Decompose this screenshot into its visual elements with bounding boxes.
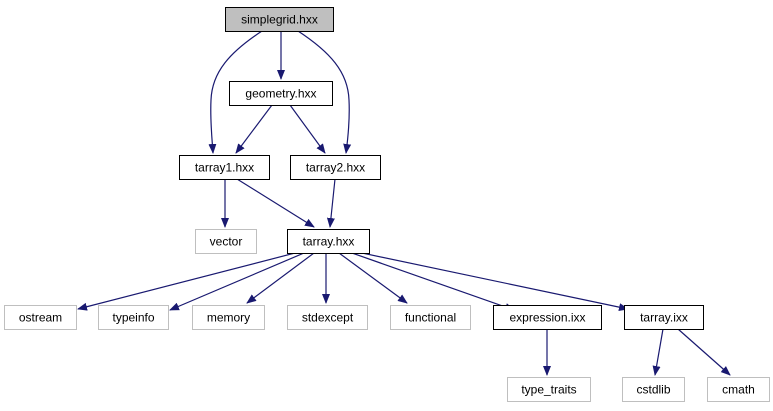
- node-box-expression: [493, 305, 602, 330]
- node-label-typeinfo: typeinfo: [112, 311, 154, 325]
- node-label-tarrayixx: tarray.ixx: [640, 311, 688, 325]
- node-box-vector: [195, 229, 257, 254]
- node-stdexcept: stdexcept: [287, 305, 368, 330]
- edge-tarrayixx-to-cstdlib: [652, 328, 664, 376]
- node-cstdlib: cstdlib: [622, 377, 685, 402]
- edge-tarray-to-typeinfo: [169, 252, 305, 311]
- edge-simplegrid-to-tarray1: [208, 30, 263, 154]
- edge-tarray-to-functional: [338, 252, 408, 304]
- node-box-geometry: [229, 81, 333, 106]
- edge-tarray-to-tarrayixx: [361, 252, 629, 312]
- node-label-simplegrid: simplegrid.hxx: [241, 13, 318, 27]
- edge-simplegrid-to-tarray2: [297, 30, 352, 154]
- node-label-vector: vector: [210, 235, 243, 249]
- node-box-ostream: [4, 305, 77, 330]
- node-label-stdexcept: stdexcept: [302, 311, 354, 325]
- node-memory: memory: [192, 305, 265, 330]
- node-label-functional: functional: [405, 311, 456, 325]
- node-label-tarray: tarray.hxx: [303, 235, 355, 249]
- node-box-tarray2: [290, 155, 381, 180]
- edge-geometry-to-tarray2: [289, 104, 326, 154]
- node-vector: vector: [195, 229, 257, 254]
- node-simplegrid[interactable]: simplegrid.hxx: [225, 7, 334, 32]
- node-label-cmath: cmath: [722, 383, 755, 397]
- nodes-layer: simplegrid.hxx geometry.hxx tarray1.hxx tar…: [4, 7, 770, 402]
- node-box-memory: [192, 305, 265, 330]
- node-label-ostream: ostream: [19, 311, 62, 325]
- node-tarray2[interactable]: tarray2.hxx: [290, 155, 381, 180]
- node-tarray1[interactable]: tarray1.hxx: [179, 155, 270, 180]
- node-tarray[interactable]: tarray.hxx: [287, 229, 370, 254]
- node-expression[interactable]: expression.ixx: [493, 305, 602, 330]
- node-label-type_traits: type_traits: [521, 383, 576, 397]
- node-box-typeinfo: [98, 305, 169, 330]
- edge-tarray1-to-tarray: [236, 178, 315, 228]
- node-type_traits: type_traits: [507, 377, 591, 402]
- node-geometry[interactable]: geometry.hxx: [229, 81, 333, 106]
- node-box-functional: [390, 305, 471, 330]
- edge-tarray-to-ostream: [77, 252, 296, 311]
- node-box-simplegrid: [225, 7, 334, 32]
- node-label-tarray2: tarray2.hxx: [306, 161, 365, 175]
- node-box-tarrayixx: [624, 305, 704, 330]
- node-box-type_traits: [507, 377, 591, 402]
- node-box-tarray1: [179, 155, 270, 180]
- node-box-tarray: [287, 229, 370, 254]
- edge-tarray2-to-tarray: [326, 178, 336, 228]
- edge-tarrayixx-to-cmath: [677, 328, 731, 376]
- node-functional: functional: [390, 305, 471, 330]
- node-cmath: cmath: [707, 377, 770, 402]
- edges-layer: [77, 30, 731, 376]
- edge-tarray-to-memory: [246, 252, 315, 304]
- node-box-stdexcept: [287, 305, 368, 330]
- node-ostream: ostream: [4, 305, 77, 330]
- node-box-cmath: [707, 377, 770, 402]
- node-tarrayixx[interactable]: tarray.ixx: [624, 305, 704, 330]
- node-typeinfo: typeinfo: [98, 305, 169, 330]
- node-label-expression: expression.ixx: [509, 311, 585, 325]
- node-box-cstdlib: [622, 377, 685, 402]
- edge-geometry-to-tarray1: [235, 104, 273, 154]
- node-label-tarray1: tarray1.hxx: [195, 161, 254, 175]
- edge-tarray-to-expression: [351, 252, 515, 311]
- node-label-geometry: geometry.hxx: [245, 87, 316, 101]
- node-label-memory: memory: [207, 311, 250, 325]
- node-label-cstdlib: cstdlib: [636, 383, 670, 397]
